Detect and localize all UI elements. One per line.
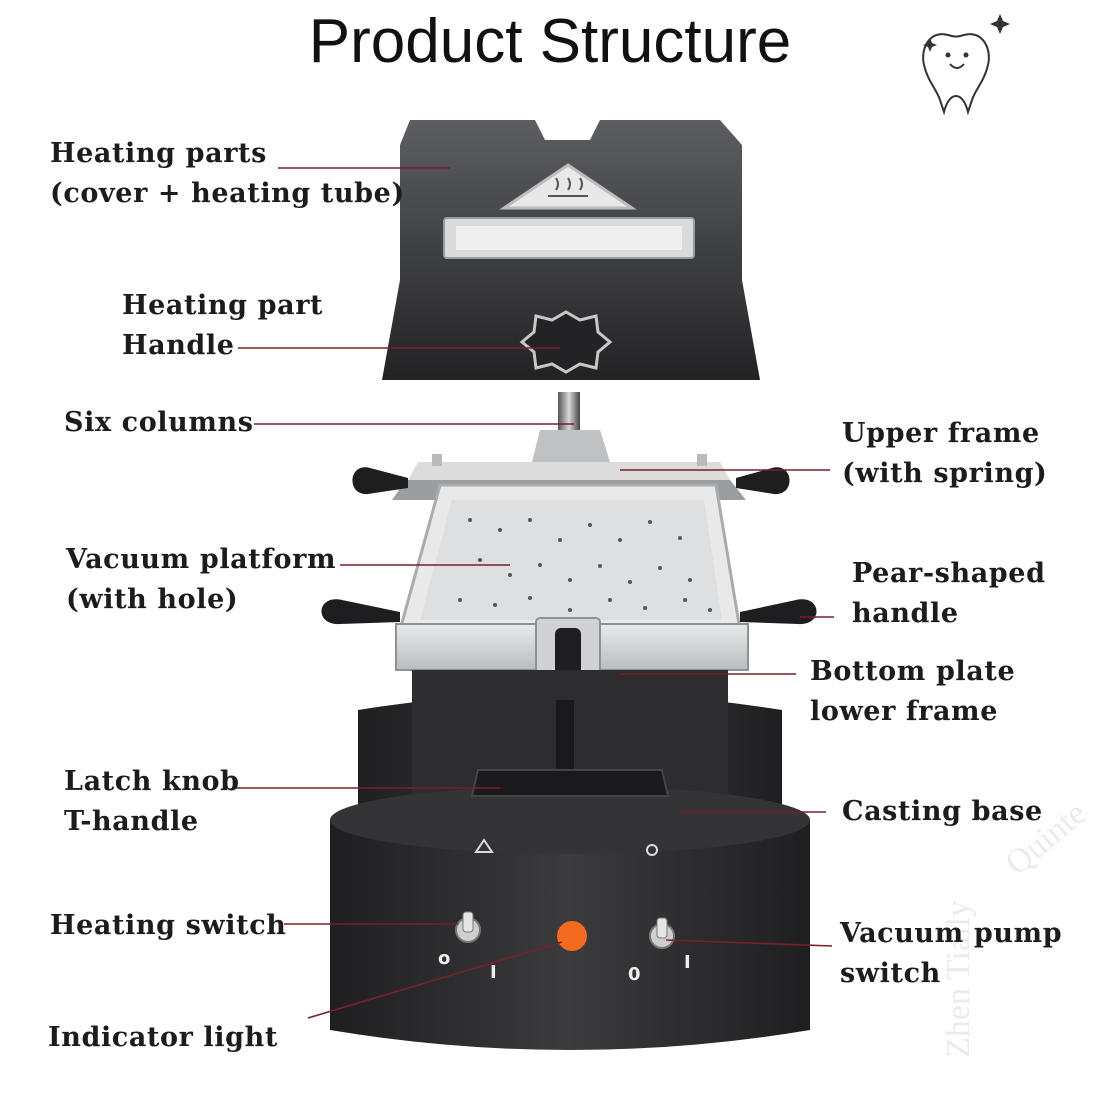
- tooth-mascot-icon: [922, 14, 1010, 116]
- label-heating-parts: Heating parts(cover + heating tube): [50, 138, 405, 209]
- bottom-plate: [395, 617, 749, 738]
- pear-handle: [736, 467, 790, 495]
- switch-mark-on: I: [490, 962, 497, 983]
- switch-mark-off: 0: [628, 964, 641, 985]
- label-six-columns: Six columns: [64, 407, 254, 438]
- label-casting-base: Casting base: [842, 796, 1043, 827]
- leader-lines: [234, 167, 834, 1019]
- label-vacuum-platform: Vacuum platform(with hole): [66, 544, 337, 615]
- label-indicator-light: Indicator light: [48, 1022, 278, 1053]
- indicator-light: [557, 921, 587, 951]
- vacuum-pump-switch: [649, 917, 675, 949]
- column-mount: [532, 430, 610, 462]
- heating-switch: [455, 911, 481, 943]
- pear-handle: [740, 599, 817, 625]
- column: [558, 392, 580, 432]
- vacuum-platform: [398, 483, 742, 632]
- pear-handle: [352, 467, 408, 495]
- label-heating-switch: Heating switch: [50, 910, 287, 941]
- switch-mark-off: o: [438, 948, 450, 969]
- page-title: Product Structure: [308, 7, 792, 76]
- heat-warning-icon: [499, 163, 637, 210]
- pear-handle: [321, 599, 400, 625]
- heating-handle-knob: [519, 310, 613, 374]
- latch-t-handle: [470, 700, 670, 797]
- switch-mark-on: I: [684, 952, 691, 973]
- heating-cover: [382, 120, 760, 380]
- label-upper-frame: Upper frame(with spring): [842, 418, 1048, 489]
